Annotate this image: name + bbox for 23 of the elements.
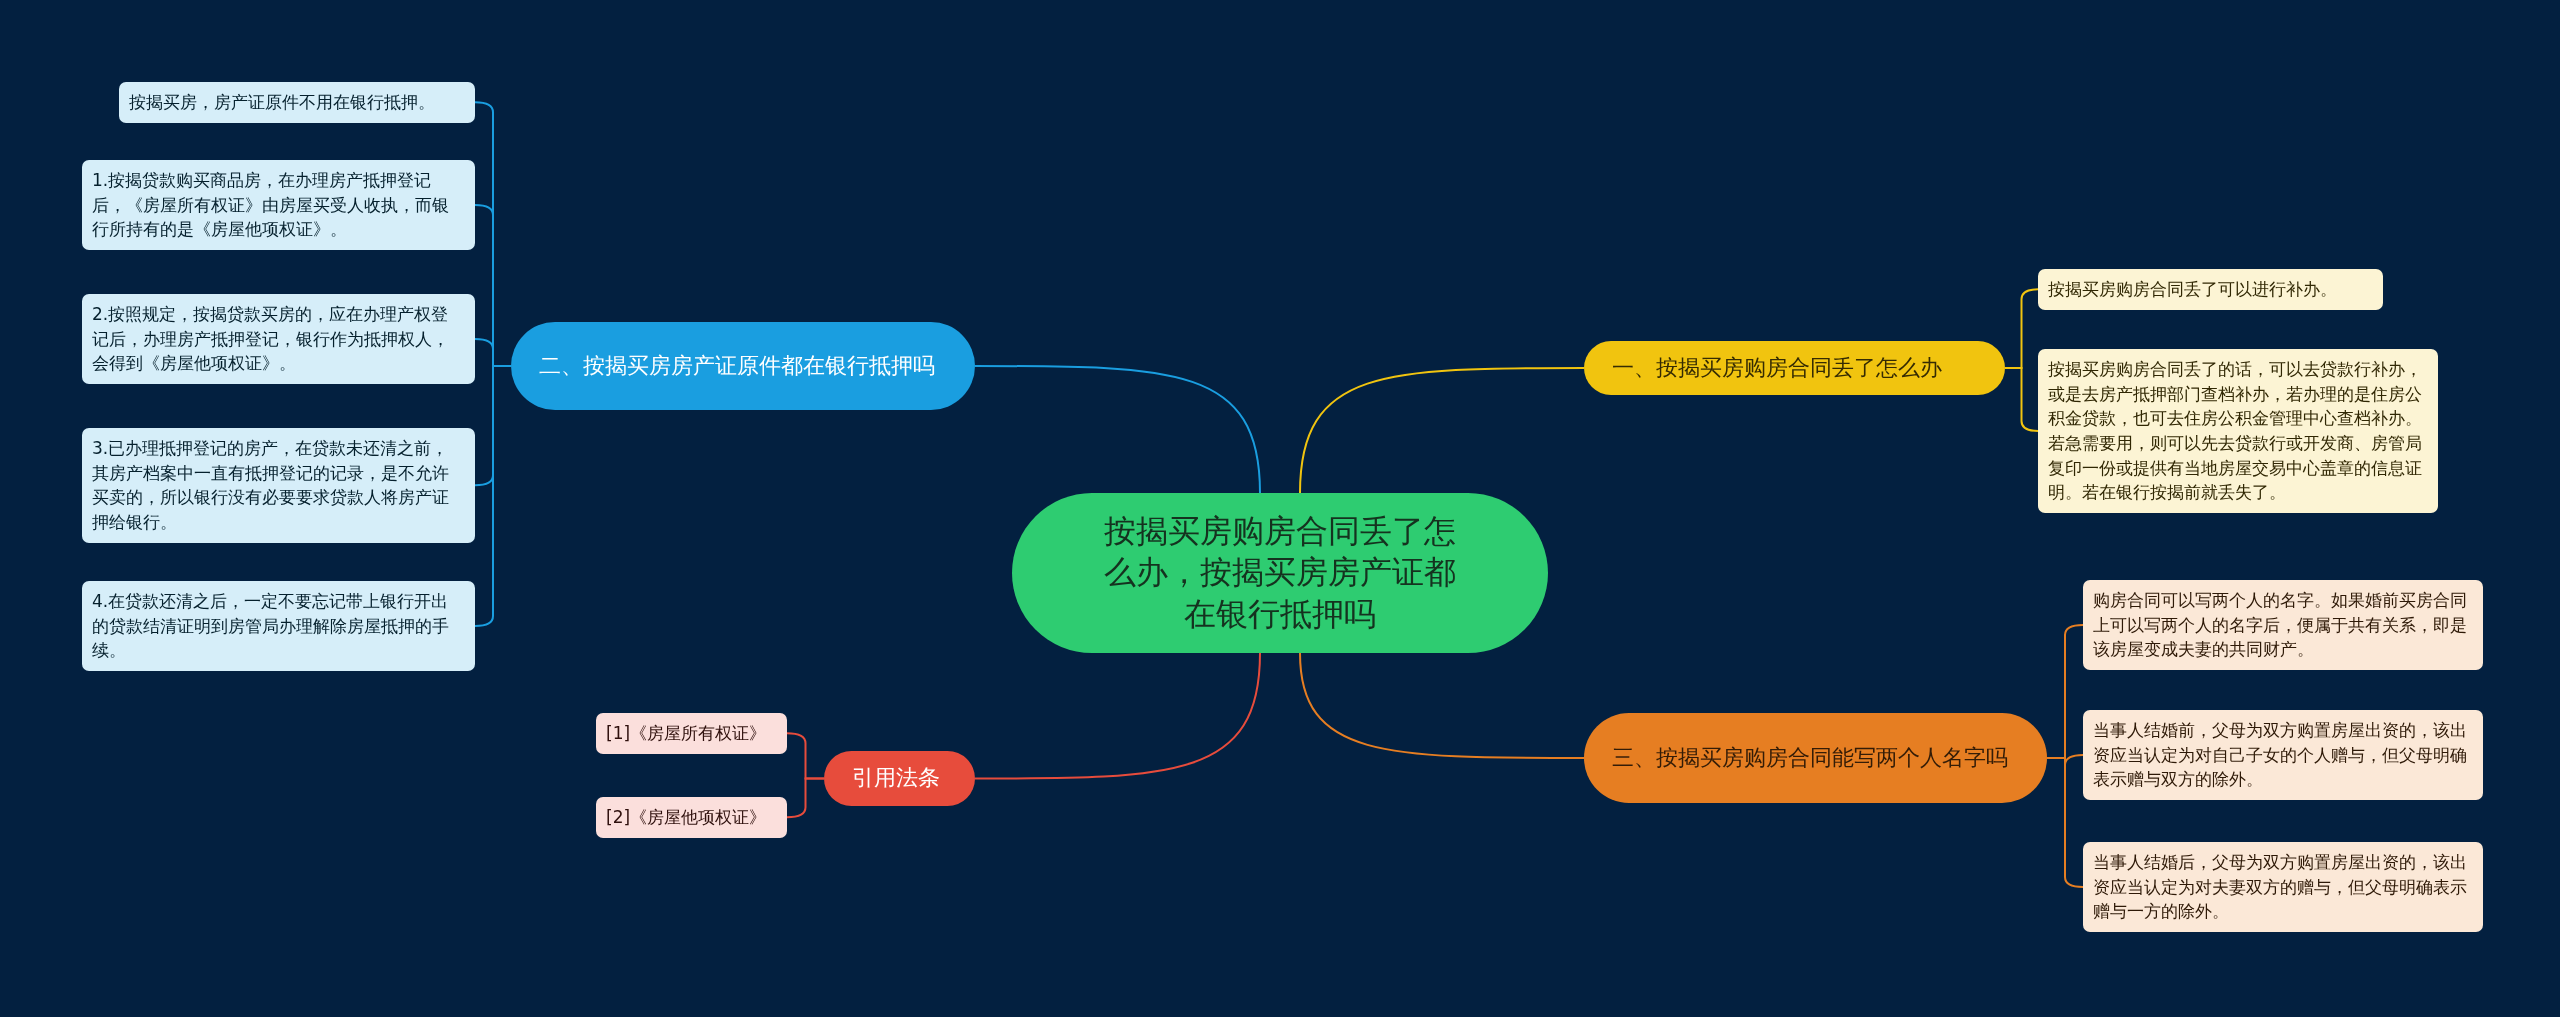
connector-line	[974, 652, 1261, 780]
leaf-note: [2]《房屋他项权证》	[596, 797, 787, 838]
leaf-note: 按揭买房购房合同丢了可以进行补办。	[2038, 269, 2383, 310]
connector-line	[1299, 652, 1585, 759]
leaf-note: 按揭买房，房产证原件不用在银行抵押。	[119, 82, 475, 123]
branch-topic: 引用法条	[824, 751, 975, 806]
central-topic: 按揭买房购房合同丢了怎么办，按揭买房房产证都在银行抵押吗	[1012, 493, 1548, 653]
leaf-note: 4.在贷款还清之后，一定不要忘记带上银行开出的贷款结清证明到房管局办理解除房屋抵押的手续。	[82, 581, 475, 671]
leaf-note: 2.按照规定，按揭贷款买房的，应在办理产权登记后，办理房产抵押登记，银行作为抵押权人，会得到《房屋他项权证》。	[82, 294, 475, 384]
leaf-note: 1.按揭贷款购买商品房，在办理房产抵押登记后，《房屋所有权证》由房屋买受人收执，而银行所持有的是《房屋他项权证》。	[82, 160, 475, 250]
connector-line	[786, 777, 825, 819]
leaf-note: 购房合同可以写两个人的名字。如果婚前买房合同上可以写两个人的名字后，便属于共有关系，即是该房屋变成夫妻的共同财产。	[2083, 580, 2483, 670]
leaf-note: 当事人结婚后，父母为双方购置房屋出资的，该出资应当认定为对夫妻双方的赠与，但父母明确表示赠与一方的除外。	[2083, 842, 2483, 932]
leaf-note: [1]《房屋所有权证》	[596, 713, 787, 754]
connector-line	[474, 365, 512, 627]
connector-line	[1299, 367, 1585, 494]
leaf-note: 当事人结婚前，父母为双方购置房屋出资的，该出资应当认定为对自己子女的个人赠与，但父母明确表示赠与双方的除外。	[2083, 710, 2483, 800]
connector-line	[974, 365, 1261, 494]
branch-topic: 二、按揭买房房产证原件都在银行抵押吗	[511, 322, 975, 410]
branch-topic: 三、按揭买房购房合同能写两个人名字吗	[1584, 713, 2047, 803]
leaf-note: 按揭买房购房合同丢了的话，可以去贷款行补办，或是去房产抵押部门查档补办，若办理的是住房公积金贷款，也可去住房公积金管理中心查档补办。若急需要用，则可以先去贷款行或开发商、房管局复印一份或提供有当地房屋交易中心盖章的信息证明。若在银行按揭前就丢失了。	[2038, 349, 2438, 513]
leaf-note: 3.已办理抵押登记的房产，在贷款未还清之前，其房产档案中一直有抵押登记的记录，是不允许买卖的，所以银行没有必要要求贷款人将房产证押给银行。	[82, 428, 475, 543]
branch-topic: 一、按揭买房购房合同丢了怎么办	[1584, 341, 2005, 395]
